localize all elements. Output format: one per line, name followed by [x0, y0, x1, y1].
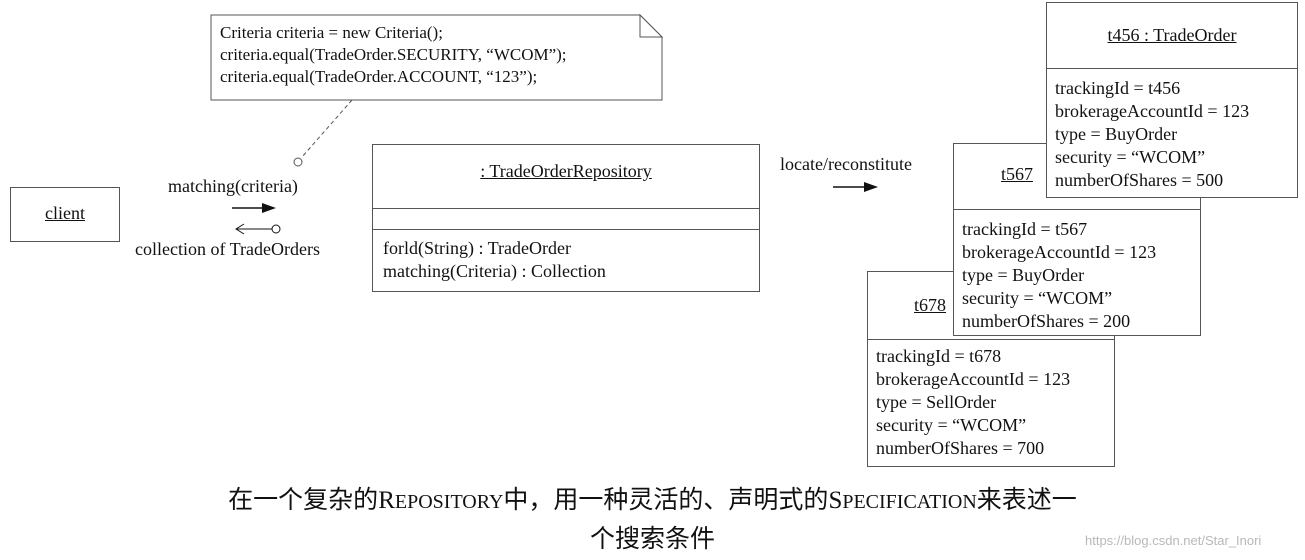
t567-attr-tracking: trackingId = t567	[962, 219, 1088, 239]
repository-op-matching: matching(Criteria) : Collection	[383, 261, 606, 281]
t567-divider	[954, 209, 1200, 210]
response-arrow-head	[235, 223, 245, 235]
t567-attr-type: type = BuyOrder	[962, 265, 1085, 285]
t678-attr-security: security = “WCOM”	[876, 415, 1027, 435]
t456-attr-tracking: trackingId = t456	[1055, 78, 1181, 98]
note-line-3: criteria.equal(TradeOrder.ACCOUNT, “123”…	[220, 67, 538, 86]
t678-attr-shares: numberOfShares = 700	[876, 438, 1045, 458]
note-line-1: Criteria criteria = new Criteria();	[220, 23, 443, 42]
locate-arrow-head	[864, 182, 878, 192]
t567-attr-account: brokerageAccountId = 123	[962, 242, 1157, 262]
note-anchor-line	[301, 99, 353, 158]
caption-part-1: 在一个复杂的	[228, 487, 379, 514]
caption-part-3: 来表述一	[976, 487, 1077, 514]
t456-attr-shares: numberOfShares = 500	[1055, 170, 1224, 190]
t678-attr-tracking: trackingId = t678	[876, 346, 1002, 366]
t456-divider	[1047, 68, 1297, 69]
caption-repository-rest: EPOSITORY	[394, 491, 504, 513]
client-label: client	[45, 203, 85, 223]
repository-object: : TradeOrderRepository forld(String) : T…	[372, 144, 760, 292]
figure-caption-line-1: 在一个复杂的REPOSITORY中，用一种灵活的、声明式的SPECIFICATI…	[0, 483, 1305, 520]
t678-divider	[868, 339, 1114, 340]
response-message-label: collection of TradeOrders	[135, 239, 320, 259]
repository-op-find: forld(String) : TradeOrder	[383, 238, 571, 258]
t567-title: t567	[1001, 164, 1034, 184]
caption-repository-cap: R	[378, 487, 395, 514]
t456-attr-account: brokerageAccountId = 123	[1055, 101, 1250, 121]
caption-specification-cap: S	[828, 487, 843, 514]
t678-attr-type: type = SellOrder	[876, 392, 997, 412]
trade-order-t456: t456 : TradeOrder trackingId = t456 brok…	[1046, 2, 1298, 198]
t678-title: t678	[914, 295, 947, 315]
t567-attr-security: security = “WCOM”	[962, 288, 1113, 308]
repository-title: : TradeOrderRepository	[480, 161, 652, 181]
note-anchor-circle	[293, 157, 303, 167]
t567-attr-shares: numberOfShares = 200	[962, 311, 1131, 331]
locate-message-label: locate/reconstitute	[780, 154, 912, 174]
repository-divider-2	[373, 229, 759, 230]
request-arrow-head	[262, 203, 276, 213]
response-arrow-circle	[271, 224, 281, 234]
caption-specification-rest: PECIFICATION	[842, 491, 977, 513]
note-line-2: criteria.equal(TradeOrder.SECURITY, “WCO…	[220, 45, 567, 64]
t678-attr-account: brokerageAccountId = 123	[876, 369, 1071, 389]
caption-part-2: 中，用一种灵活的、声明式的	[503, 487, 829, 514]
t456-attr-security: security = “WCOM”	[1055, 147, 1206, 167]
request-message-label: matching(criteria)	[168, 176, 298, 196]
repository-divider-1	[373, 208, 759, 209]
client-object: client	[10, 187, 120, 242]
note-outline	[210, 14, 663, 101]
figure-caption-line-2: 个搜索条件	[589, 526, 715, 553]
watermark: https://blog.csdn.net/Star_Inori	[1085, 533, 1262, 548]
t456-attr-type: type = BuyOrder	[1055, 124, 1178, 144]
t456-title: t456 : TradeOrder	[1107, 25, 1237, 45]
